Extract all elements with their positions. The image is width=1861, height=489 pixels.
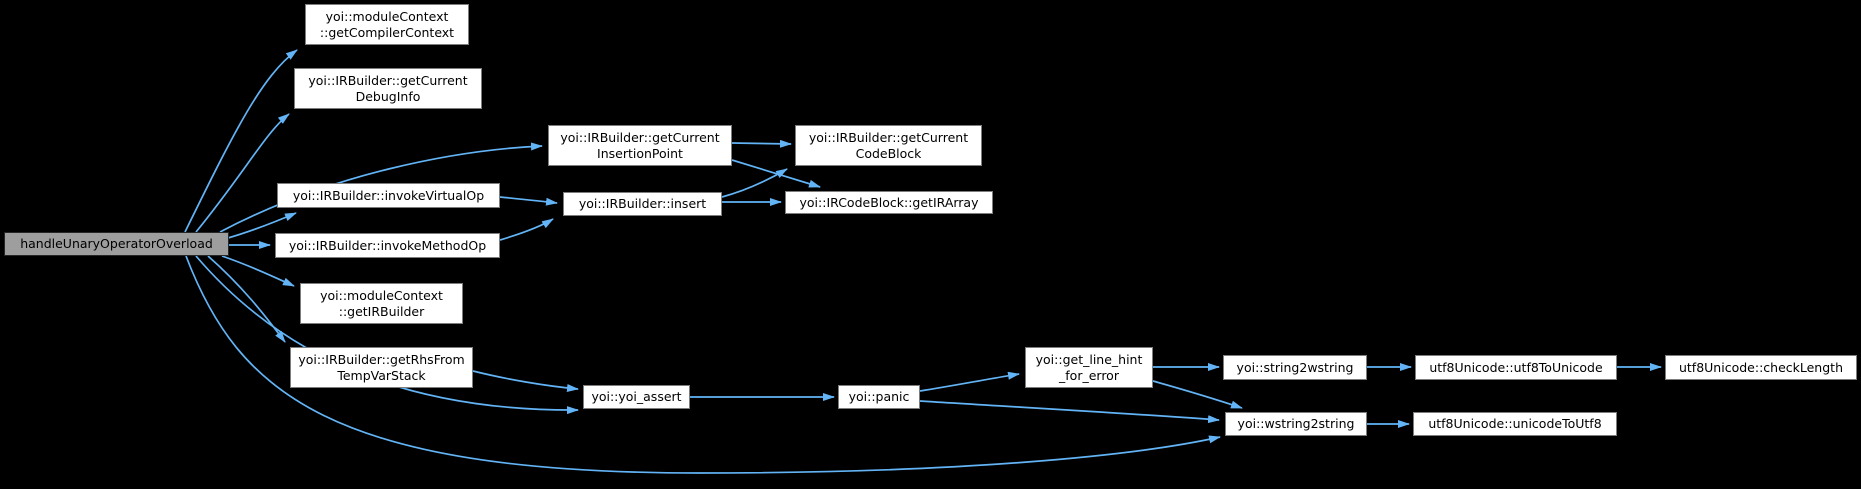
node-label: TempVarStack [337,367,426,383]
node-label: ::getIRBuilder [338,303,425,319]
edge-IRBuilder-getCurrentInsertionPoint-to-IRBuilder-getCurrentCodeBlock [731,139,792,148]
node-panic[interactable]: yoi::panic [838,385,920,409]
node-utf8Unicode-unicodeToUtf8[interactable]: utf8Unicode::unicodeToUtf8 [1413,412,1617,436]
edge-handleUnaryOperatorOverload-to-moduleContext-getCompilerContext [184,49,298,233]
edge-IRBuilder-invokeMethodOp-to-IRBuilder-insert [499,218,554,241]
edge-IRBuilder-getRhsFromTempVarStack-to-yoi_assert [472,370,579,392]
node-get_line_hint_for_error[interactable]: yoi::get_line_hint_for_error [1025,347,1153,388]
node-label: yoi::IRCodeBlock::getIRArray [799,194,979,210]
node-handleUnaryOperatorOverload: handleUnaryOperatorOverload [4,232,229,256]
node-label: yoi::IRBuilder::getCurrent [808,129,969,145]
node-label: yoi::IRBuilder::getCurrent [560,129,720,145]
node-yoi_assert[interactable]: yoi::yoi_assert [583,385,690,409]
node-IRBuilder-invokeMethodOp[interactable]: yoi::IRBuilder::invokeMethodOp [275,233,500,258]
node-label: utf8Unicode::unicodeToUtf8 [1428,416,1602,431]
node-label: yoi::IRBuilder::invokeVirtualOp [292,187,485,203]
node-moduleContext-getCompilerContext[interactable]: yoi::moduleContext::getCompilerContext [305,4,469,45]
edge-panic-to-wstring2string [919,400,1220,424]
node-IRBuilder-invokeVirtualOp[interactable]: yoi::IRBuilder::invokeVirtualOp [277,183,500,208]
node-label: _for_error [1059,367,1119,383]
node-label: yoi::get_line_hint [1035,351,1143,367]
node-label: yoi::panic [848,389,910,404]
node-label: yoi::moduleContext [320,287,443,303]
node-label: yoi::IRBuilder::invokeMethodOp [288,237,487,253]
edge-handleUnaryOperatorOverload-to-IRBuilder-invokeVirtualOp [227,212,297,239]
node-utf8Unicode-utf8ToUnicode[interactable]: utf8Unicode::utf8ToUnicode [1415,355,1617,380]
node-label: yoi::IRBuilder::getCurrent [308,72,468,88]
node-IRCodeBlock-getIRArray[interactable]: yoi::IRCodeBlock::getIRArray [785,191,993,214]
node-label: yoi::moduleContext [325,8,449,24]
node-label: yoi::IRBuilder::getRhsFrom [298,351,465,367]
node-label: DebugInfo [355,88,421,104]
edge-get_line_hint_for_error-to-wstring2string [1152,380,1243,409]
node-label: ::getCompilerContext [319,24,455,40]
node-label: yoi::wstring2string [1237,416,1355,431]
node-wstring2string[interactable]: yoi::wstring2string [1225,412,1367,436]
edge-handleUnaryOperatorOverload-to-IRBuilder-getCurrentDebugInfo [195,113,290,233]
edge-handleUnaryOperatorOverload-to-IRBuilder-getRhsFromTempVarStack [207,255,286,343]
edge-IRBuilder-invokeVirtualOp-to-IRBuilder-insert [499,196,558,206]
node-label: utf8Unicode::utf8ToUnicode [1429,359,1603,375]
node-label: yoi::string2wstring [1236,359,1354,375]
edge-handleUnaryOperatorOverload-to-wstring2string [185,255,1221,474]
edge-handleUnaryOperatorOverload-to-moduleContext-getIRBuilder [221,255,295,287]
edge-panic-to-get_line_hint_for_error [919,371,1020,392]
node-moduleContext-getIRBuilder[interactable]: yoi::moduleContext::getIRBuilder [300,283,463,324]
edge-handleUnaryOperatorOverload-to-IRBuilder-getCurrentInsertionPoint [219,142,543,233]
node-label: handleUnaryOperatorOverload [20,236,213,251]
edge-IRBuilder-insert-to-IRBuilder-getCurrentCodeBlock [721,168,788,198]
node-label: yoi::IRBuilder::insert [578,196,707,211]
node-label: utf8Unicode::checkLength [1678,359,1843,375]
node-utf8Unicode-checkLength[interactable]: utf8Unicode::checkLength [1665,355,1857,380]
node-IRBuilder-insert[interactable]: yoi::IRBuilder::insert [563,192,722,216]
node-label: InsertionPoint [597,145,683,161]
node-label: CodeBlock [855,145,922,161]
node-string2wstring[interactable]: yoi::string2wstring [1223,355,1367,380]
node-label: yoi::yoi_assert [591,389,682,404]
